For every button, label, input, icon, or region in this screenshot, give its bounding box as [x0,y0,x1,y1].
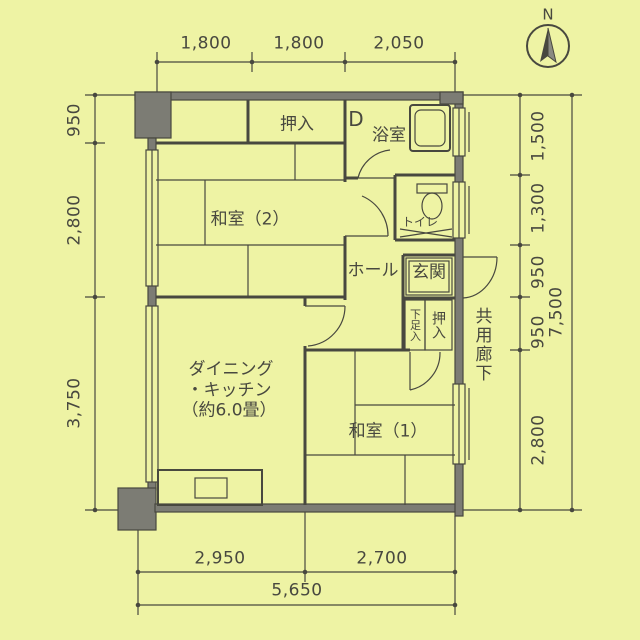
genkan-frame [405,257,453,296]
storage-cabinets [404,299,453,351]
dim-bottom-total: 5,650 [271,580,323,601]
dim-right-3: 950 [528,255,549,289]
dim-top-2: 1,800 [273,33,325,54]
bottom-dimension-lines [135,512,458,615]
door-hall-room2 [345,195,389,237]
small-closet [424,299,453,351]
tatami-lines-room1 [305,350,455,505]
label-common-corridor: 共用廊下 [471,307,492,383]
dim-right-2: 1,300 [528,182,549,234]
column-top-left [134,91,172,139]
toilet-icon [399,183,453,238]
compass-icon [526,24,570,68]
dim-bottom-1: 2,950 [194,548,246,569]
duct-symbol: D [348,107,364,131]
label-dk-line2: ・キッチン [186,380,272,401]
door-dk [305,305,346,347]
label-closet-small: 押入 [430,311,446,339]
dim-right-1: 1,500 [528,110,549,162]
dim-left-1: 950 [64,103,85,137]
column-bottom-left [117,487,157,531]
wall-top [134,91,464,101]
label-bath: 浴室 [372,125,406,146]
column-top-right [439,91,464,105]
label-dk-line1: ダイニング [188,359,274,380]
tatami-lines-room2 [156,143,345,297]
door-swings [305,149,498,391]
sink-icon [194,477,228,499]
windows [145,107,470,483]
label-toilet: トイレ [401,215,439,229]
left-dimension-line [85,92,135,513]
top-dimension-line [154,52,458,92]
dim-bottom-2: 2,700 [356,548,408,569]
label-washitsu-2: 和室（2） [210,209,290,230]
label-washitsu-1: 和室（1） [348,421,428,442]
dim-left-3: 3,750 [64,377,85,429]
door-room1 [409,351,441,391]
dim-right-4: 950 [528,315,549,349]
door-bath [357,149,395,179]
label-shoe-cabinet: 下足入 [408,308,422,342]
label-closet-top: 押入 [280,114,314,135]
dim-right-total: 7,500 [546,286,567,338]
label-genkan: 玄関 [412,262,446,283]
label-hall: ホール [347,260,399,281]
label-dk-line3: （約6.0畳） [181,400,277,421]
door-entrance [462,256,498,299]
right-dimension-lines [463,92,582,513]
kitchen-counter [157,469,263,506]
interior-walls [156,100,455,505]
dim-top-3: 2,050 [373,33,425,54]
dim-left-2: 2,800 [64,194,85,246]
bathtub-icon [409,104,451,152]
compass-north-label: N [542,5,554,24]
dim-top-1: 1,800 [180,33,232,54]
dim-right-5: 2,800 [528,414,549,466]
